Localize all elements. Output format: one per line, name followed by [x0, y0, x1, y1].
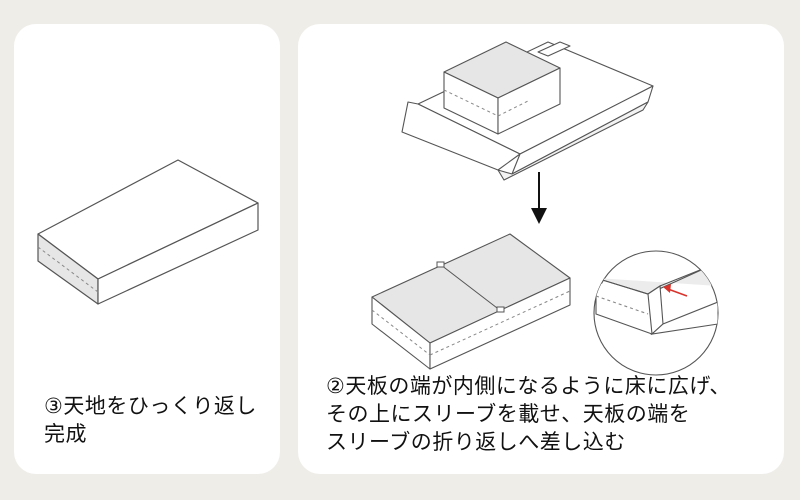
down-arrow-icon — [531, 172, 547, 224]
assembled-box-icon — [371, 233, 571, 370]
finished-box-icon — [37, 159, 259, 305]
step2-caption: ②天板の端が内側になるように床に広げ、 その上にスリーブを載せ、天板の端を スリ… — [326, 374, 731, 454]
step2-panel: ②天板の端が内側になるように床に広げ、 その上にスリーブを載せ、天板の端を スリ… — [298, 24, 784, 474]
corner-detail-icon — [593, 250, 719, 376]
step3-caption: ③天地をひっくり返し 完成 — [44, 394, 257, 446]
step3-panel: ③天地をひっくり返し 完成 — [14, 24, 280, 474]
box-on-lid-icon — [401, 41, 654, 181]
